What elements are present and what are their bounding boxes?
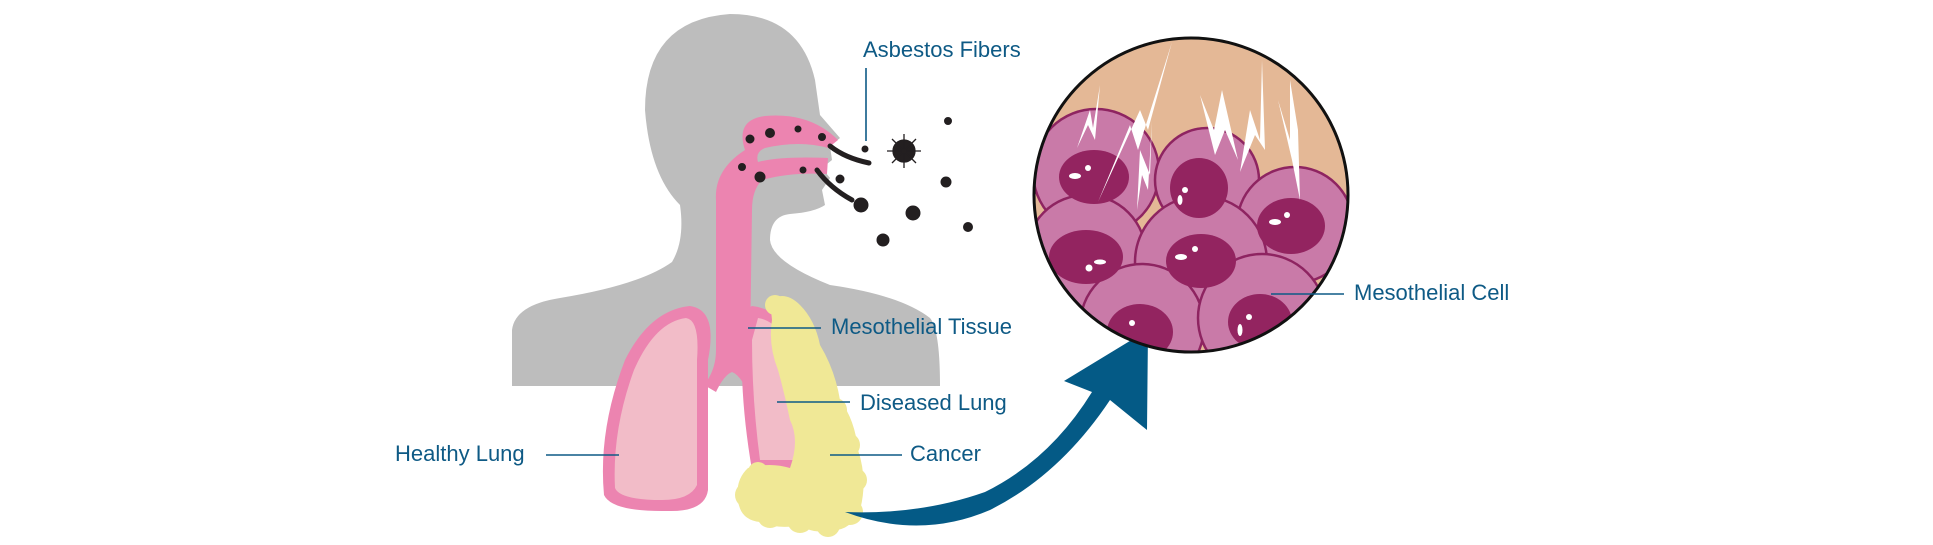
healthy-lung [602, 306, 711, 512]
progression-arrow [845, 330, 1148, 526]
asbestos-particles [738, 117, 973, 247]
label-asbestos-fibers: Asbestos Fibers [863, 37, 1021, 141]
label-diseased-lung: Diseased Lung [777, 390, 1007, 415]
cancer-mass [735, 295, 867, 537]
inhalation-streaks [814, 143, 872, 203]
label-cancer: Cancer [830, 441, 981, 466]
fiber-shards [1077, 42, 1300, 210]
label-mesothelial-cell: Mesothelial Cell [1271, 280, 1509, 305]
label-healthy-lung: Healthy Lung [395, 441, 619, 466]
healthy-lung-label: Healthy Lung [395, 441, 525, 466]
magnified-cells [1032, 36, 1350, 354]
mesothelial-cell-label: Mesothelial Cell [1354, 280, 1509, 305]
asbestos-fibers-label: Asbestos Fibers [863, 37, 1021, 62]
label-mesothelial-tissue: Mesothelial Tissue [748, 314, 1012, 339]
diseased-lung-label: Diseased Lung [860, 390, 1007, 415]
airway [704, 115, 838, 392]
cancer-label: Cancer [910, 441, 981, 466]
mesothelial-tissue-label: Mesothelial Tissue [831, 314, 1012, 339]
